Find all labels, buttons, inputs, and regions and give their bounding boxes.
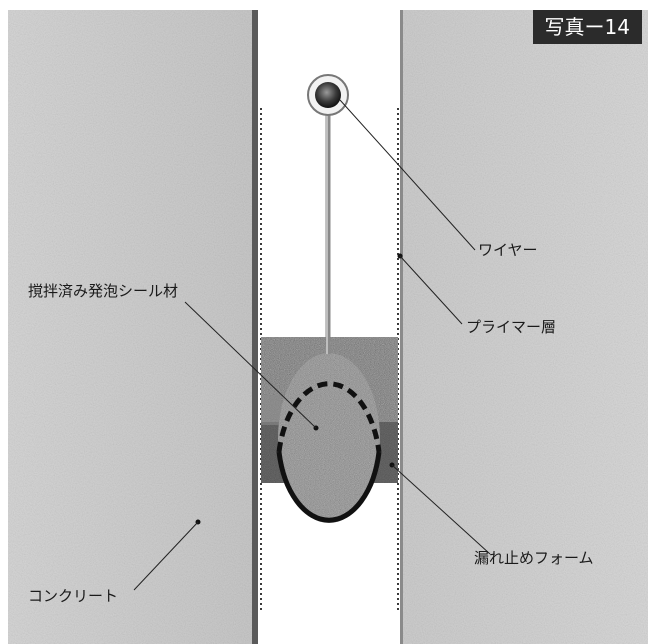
right-concrete-wall	[400, 10, 648, 644]
label-primer-layer: プライマー層	[466, 318, 557, 336]
leader-sealant	[184, 301, 317, 429]
left-concrete-wall	[8, 10, 258, 644]
sealant-block-highlight	[261, 395, 281, 425]
leader-foam	[391, 464, 491, 555]
label-concrete: コンクリート	[28, 587, 119, 605]
photo-number-badge: 写真ー14	[532, 10, 642, 44]
wire-ball	[315, 82, 341, 108]
label-foam-sealant: 撹拌済み発泡シール材	[28, 282, 179, 300]
label-wire: ワイヤー	[478, 241, 538, 259]
foam-oval-solid-edge	[276, 451, 382, 523]
leader-primer	[399, 255, 463, 325]
foam-oval-dashed-edge	[276, 381, 382, 453]
leader-wire	[339, 99, 476, 251]
label-leak-stop-foam: 漏れ止めフォーム	[474, 549, 594, 567]
leader-concrete	[133, 521, 199, 591]
right-wall-edge	[400, 10, 403, 644]
left-wall-edge	[252, 10, 258, 644]
